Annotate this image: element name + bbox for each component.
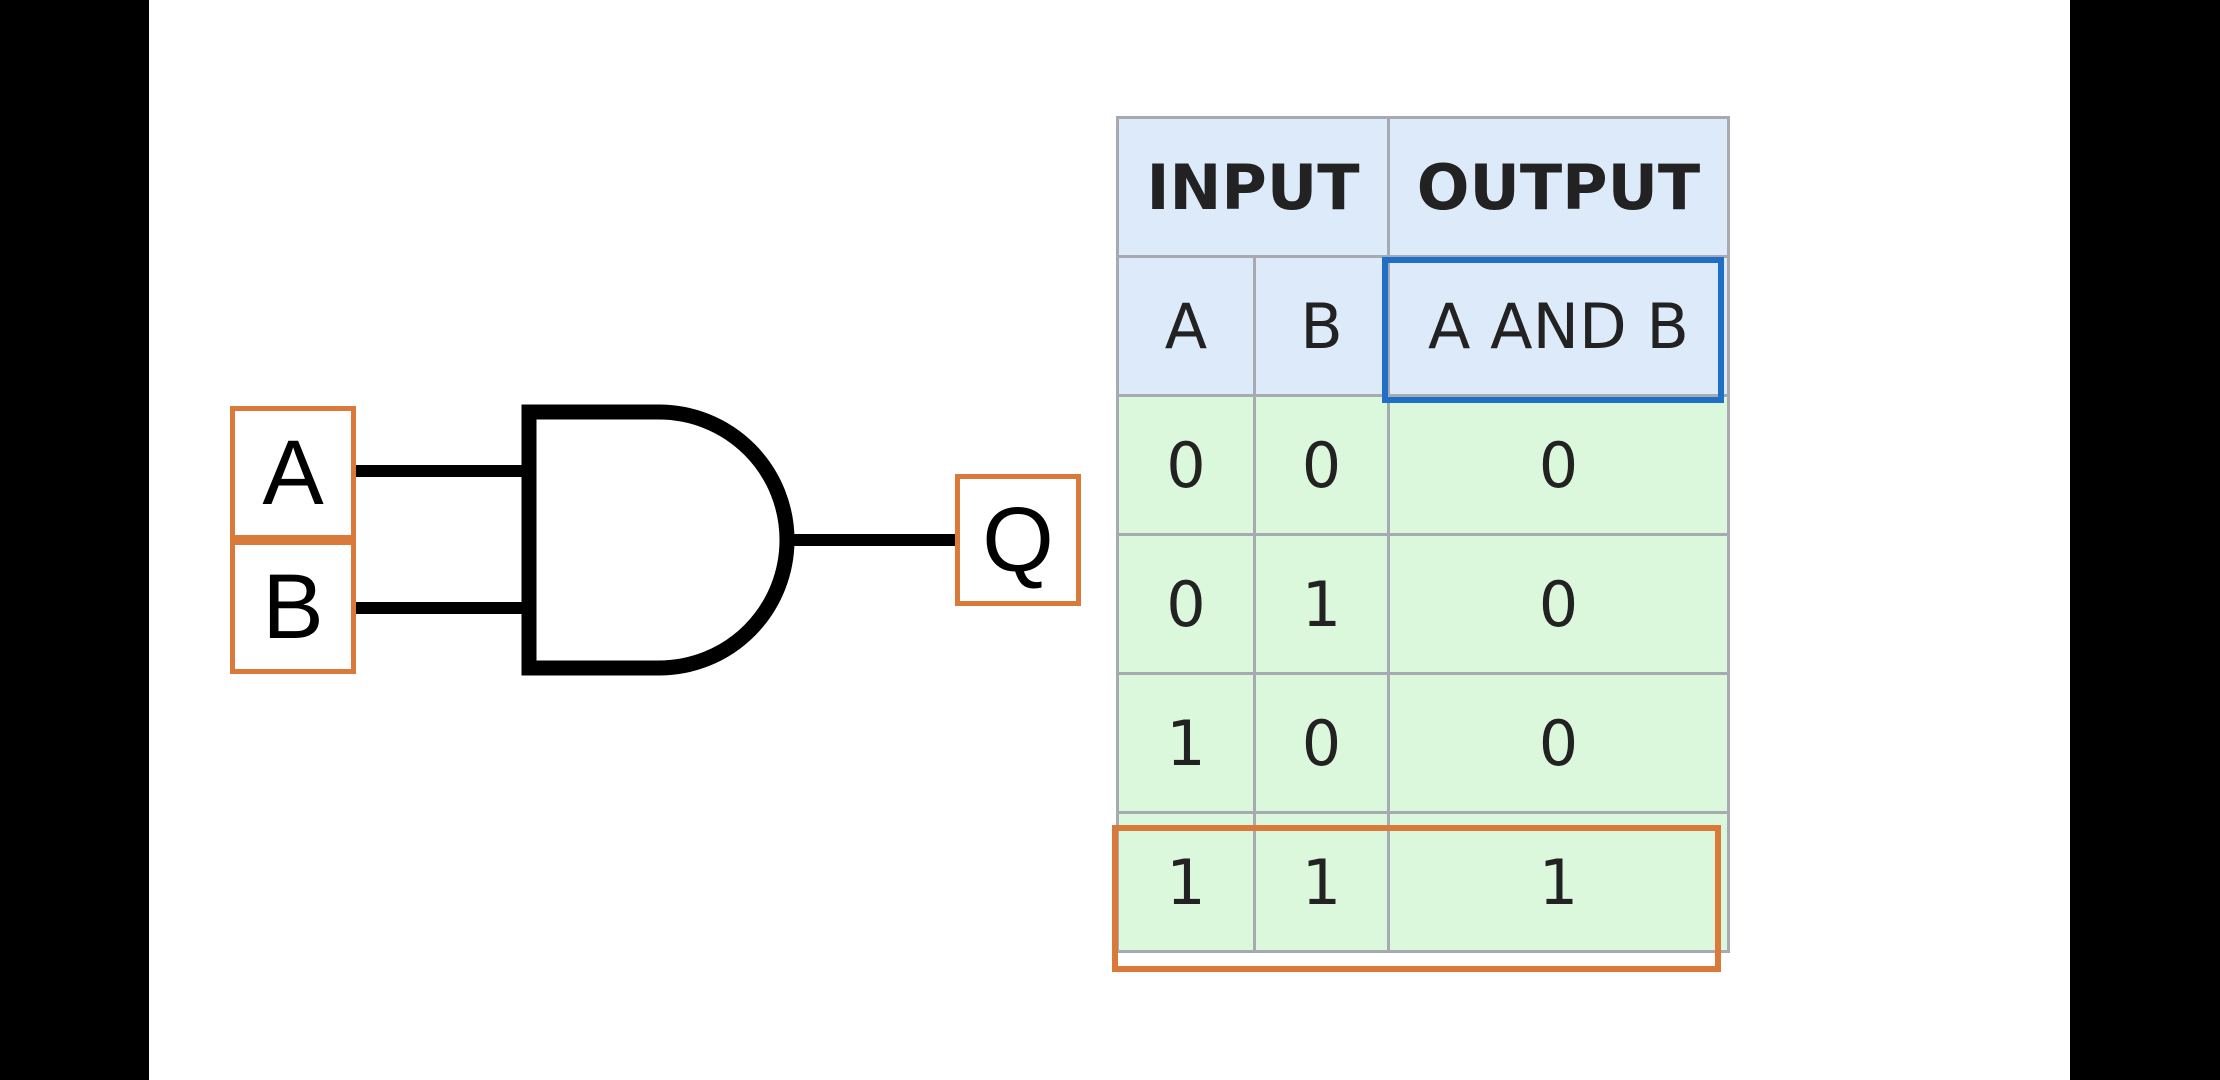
table-cell: 1	[1253, 811, 1390, 953]
output-q-label: Q	[955, 474, 1081, 606]
table-row: 1 1 1	[1116, 811, 1730, 953]
table-cell: 1	[1387, 811, 1730, 953]
table-cell: 0	[1387, 533, 1730, 675]
column-header-row: A B A AND B	[1116, 255, 1730, 397]
table-row: 0 1 0	[1116, 533, 1730, 675]
table-cell: 0	[1116, 533, 1256, 675]
table-row: 0 0 0	[1116, 394, 1730, 536]
group-header-row: INPUT OUTPUT	[1116, 116, 1730, 258]
true-row-highlight	[1112, 825, 1721, 972]
table-cell: 1	[1253, 533, 1390, 675]
column-header-a-and-b: A AND B	[1387, 255, 1730, 397]
slide-canvas: A B Q	[149, 0, 2070, 1080]
table-cell: 0	[1253, 672, 1390, 814]
column-header-a: A	[1116, 255, 1256, 397]
header-output: OUTPUT	[1387, 116, 1730, 258]
table-cell: 0	[1116, 394, 1256, 536]
table-row: 1 0 0	[1116, 672, 1730, 814]
table-cell: 0	[1253, 394, 1390, 536]
table-cell: 1	[1116, 672, 1256, 814]
header-input: INPUT	[1116, 116, 1390, 258]
input-b-label: B	[230, 540, 356, 674]
output-column-highlight	[1382, 257, 1724, 403]
column-header-b: B	[1253, 255, 1390, 397]
table-cell: 1	[1116, 811, 1256, 953]
and-gate-diagram	[356, 404, 955, 676]
input-a-label: A	[230, 406, 356, 540]
and-gate-symbol	[521, 404, 795, 676]
table-cell: 0	[1387, 394, 1730, 536]
truth-table: INPUT OUTPUT A B A AND B 0 0 0 0 1 0 1 0…	[1116, 116, 1730, 953]
table-cell: 0	[1387, 672, 1730, 814]
